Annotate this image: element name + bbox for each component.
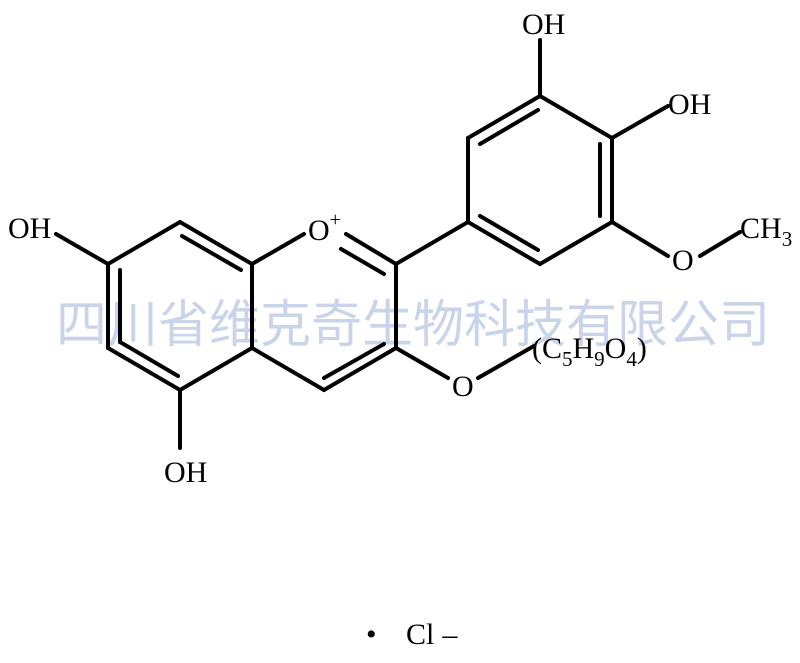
methoxy-oxygen-label: O <box>672 244 694 277</box>
hydroxyl-left-label: OH <box>8 212 51 245</box>
hydroxyl-bottom-label: OH <box>164 456 207 489</box>
hydroxyl-top-label: OH <box>522 8 565 41</box>
ring-c-bonds <box>250 232 398 392</box>
ring-oxygen-label: O+ <box>308 209 341 247</box>
chloride-label: Cl– <box>406 618 458 651</box>
glycoside-oxygen-label: O <box>452 370 474 403</box>
substituent-bonds <box>54 38 742 450</box>
ring-a-bonds <box>106 220 254 392</box>
sugar-formula-label: (C5H9O4) <box>532 332 647 371</box>
hydroxyl-upper-right-label: OH <box>668 88 711 121</box>
watermark-text: 四川省维克奇生物科技有限公司 <box>56 296 770 355</box>
ring-b-bonds <box>394 94 614 266</box>
methyl-label: CH3 <box>740 212 792 251</box>
counterion-dot: • <box>366 618 377 651</box>
